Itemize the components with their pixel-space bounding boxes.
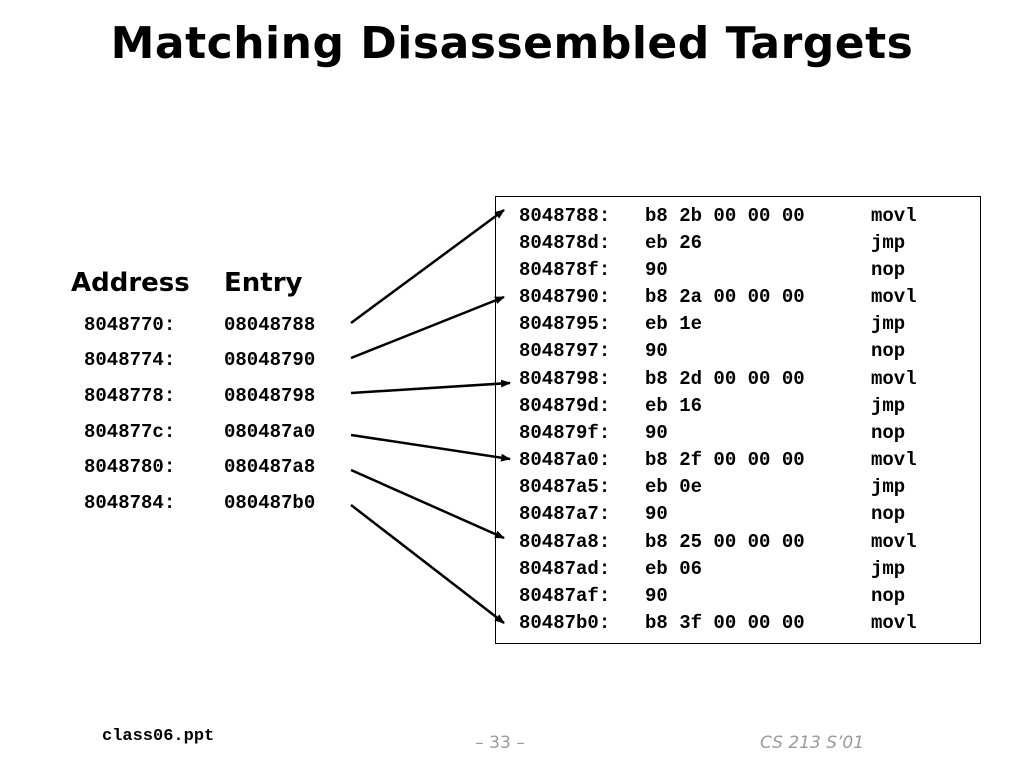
instr-bytes: eb 1e <box>645 313 703 335</box>
instr-bytes: eb 16 <box>645 395 703 417</box>
table-entry: 08048790 <box>224 349 316 371</box>
instr-opcode: nop <box>871 340 906 362</box>
instr-opcode: nop <box>871 585 906 607</box>
instr-opcode: movl <box>871 449 917 471</box>
instr-address: 804879f: <box>519 422 611 444</box>
instr-bytes: b8 2a 00 00 00 <box>645 286 805 308</box>
address-column-header: Address <box>71 268 190 298</box>
instr-address: 8048797: <box>519 340 611 362</box>
footer-filename: class06.ppt <box>102 727 215 746</box>
instr-address: 804878f: <box>519 259 611 281</box>
instr-bytes: 90 <box>645 585 668 607</box>
instr-opcode: jmp <box>871 232 906 254</box>
instr-bytes: b8 3f 00 00 00 <box>645 612 805 634</box>
instr-opcode: jmp <box>871 476 906 498</box>
instr-bytes: b8 25 00 00 00 <box>645 531 805 553</box>
instr-address: 804878d: <box>519 232 611 254</box>
instr-bytes: b8 2d 00 00 00 <box>645 368 805 390</box>
entry-column-header: Entry <box>224 268 303 298</box>
arrow-entry-0 <box>350 208 505 325</box>
footer-page-number: – 33 – <box>475 733 525 753</box>
table-address: 804877c: <box>84 421 176 443</box>
instr-bytes: eb 26 <box>645 232 703 254</box>
disassembly-box: 8048788: b8 2b 00 00 00 movl 804878d: eb 26… <box>495 196 981 644</box>
instr-opcode: jmp <box>871 313 906 335</box>
instr-address: 804879d: <box>519 395 611 417</box>
instr-opcode: nop <box>871 503 906 525</box>
instr-address: 8048790: <box>519 286 611 308</box>
table-address: 8048778: <box>84 385 176 407</box>
arrow-entry-3 <box>350 433 511 462</box>
instr-bytes: 90 <box>645 340 668 362</box>
arrow-entry-1 <box>350 295 505 360</box>
instr-opcode: jmp <box>871 558 906 580</box>
instr-address: 80487a7: <box>519 503 611 525</box>
instr-address: 8048788: <box>519 205 611 227</box>
instr-address: 80487af: <box>519 585 611 607</box>
footer-course: CS 213 S’01 <box>760 733 865 753</box>
instr-address: 80487ad: <box>519 558 611 580</box>
instr-opcode: jmp <box>871 395 906 417</box>
instr-bytes: eb 0e <box>645 476 703 498</box>
instr-address: 80487a0: <box>519 449 611 471</box>
table-entry: 08048788 <box>224 314 316 336</box>
table-address: 8048770: <box>84 314 176 336</box>
table-address: 8048780: <box>84 456 176 478</box>
instr-bytes: 90 <box>645 422 668 444</box>
instr-opcode: movl <box>871 612 917 634</box>
table-entry: 080487a0 <box>224 421 316 443</box>
instr-bytes: 90 <box>645 259 668 281</box>
table-address: 8048774: <box>84 349 176 371</box>
instr-opcode: movl <box>871 531 917 553</box>
instr-bytes: 90 <box>645 503 668 525</box>
instr-bytes: b8 2f 00 00 00 <box>645 449 805 471</box>
table-entry: 08048798 <box>224 385 316 407</box>
slide-title: Matching Disassembled Targets <box>110 18 914 69</box>
table-address: 8048784: <box>84 492 176 514</box>
arrow-entry-2 <box>350 379 511 395</box>
instr-bytes: b8 2b 00 00 00 <box>645 205 805 227</box>
instr-opcode: nop <box>871 422 906 444</box>
instr-address: 8048795: <box>519 313 611 335</box>
instr-address: 80487a8: <box>519 531 611 553</box>
arrow-entry-5 <box>350 504 505 624</box>
instr-address: 80487b0: <box>519 612 611 634</box>
instr-address: 80487a5: <box>519 476 611 498</box>
instr-bytes: eb 06 <box>645 558 703 580</box>
instr-opcode: movl <box>871 205 917 227</box>
table-entry: 080487a8 <box>224 456 316 478</box>
instr-opcode: movl <box>871 286 917 308</box>
instr-address: 8048798: <box>519 368 611 390</box>
table-entry: 080487b0 <box>224 492 316 514</box>
instr-opcode: nop <box>871 259 906 281</box>
instr-opcode: movl <box>871 368 917 390</box>
arrow-entry-4 <box>350 468 505 540</box>
